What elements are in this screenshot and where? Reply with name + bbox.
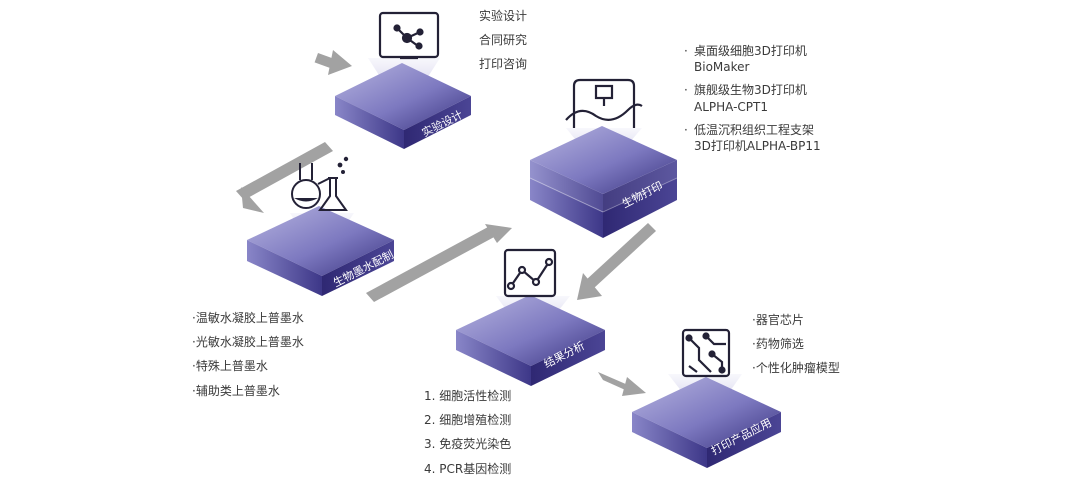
bullet: · (192, 383, 196, 398)
connector-arrows (236, 50, 656, 396)
stage-analysis: 结果分析 (456, 248, 605, 386)
arrow-ink-to-print (366, 224, 512, 302)
note-print-3a: 低温沉积组织工程支架 (694, 122, 815, 137)
bullet: · (684, 44, 688, 58)
bullet: · (752, 337, 756, 352)
note-print-2a: 旗舰级生物3D打印机 (694, 83, 807, 98)
note-print-3b: 3D打印机ALPHA-BP11 (694, 138, 821, 153)
note-print-2b: ALPHA-CPT1 (694, 99, 769, 114)
notes-print: · 桌面级细胞3D打印机 BioMaker · 旗舰级生物3D打印机 ALPHA-C… (684, 43, 821, 161)
note-ink-1: 温敏水凝胶上普墨水 (195, 311, 304, 325)
note-design-2: 合同研究 (479, 33, 528, 48)
bullet: · (752, 361, 756, 376)
bullet: · (192, 335, 196, 350)
note-design-1: 实验设计 (479, 9, 528, 23)
note-ink-3: 特殊上普墨水 (195, 359, 268, 374)
notes-apply: ·器官芯片 ·药物筛选 ·个性化肿瘤模型 (752, 312, 840, 377)
circuit-icon (681, 328, 731, 378)
note-apply-3: 个性化肿瘤模型 (755, 361, 840, 376)
notes-design: 实验设计 合同研究 打印咨询 (479, 8, 527, 73)
monitor-molecule-icon (378, 11, 440, 60)
notes-analysis: 1. 细胞活性检测 2. 细胞增殖检测 3. 免疫荧光染色 4. PCR基因检测 (424, 388, 511, 477)
bullet: · (684, 122, 688, 137)
note-print-1b: BioMaker (694, 60, 750, 75)
bullet: · (752, 313, 756, 327)
note-ink-2: 光敏水凝胶上普墨水 (195, 335, 304, 350)
bullet: · (192, 311, 196, 325)
flask-icon (291, 156, 349, 211)
note-ink-4: 辅助类上普墨水 (195, 383, 280, 398)
line-chart-icon (503, 248, 557, 298)
stage-apply: 打印产品应用 (632, 328, 781, 468)
stage-design: 实验设计 (335, 11, 471, 149)
bullet: · (684, 83, 688, 98)
bioprinter-icon (565, 78, 643, 128)
note-apply-1: 器官芯片 (755, 313, 804, 327)
notes-ink: ·温敏水凝胶上普墨水 ·光敏水凝胶上普墨水 ·特殊上普墨水 ·辅助类上普墨水 (192, 310, 304, 399)
stage-print: 生物打印 (529, 78, 678, 238)
note-apply-2: 药物筛选 (755, 337, 804, 352)
note-analysis-2: 2. 细胞增殖检测 (424, 413, 512, 428)
arrow-analysis-to-apply (598, 372, 646, 396)
note-analysis-3: 3. 免疫荧光染色 (424, 437, 512, 452)
note-analysis-1: 1. 细胞活性检测 (424, 389, 512, 403)
arrow-design-to-ink (236, 142, 333, 213)
note-analysis-4: 4. PCR基因检测 (424, 461, 512, 476)
note-design-3: 打印咨询 (479, 57, 528, 72)
arrow-print-to-analysis (577, 223, 656, 300)
arrow-into-design (314, 50, 352, 75)
bullet: · (192, 359, 196, 374)
note-print-1a: 桌面级细胞3D打印机 (694, 44, 807, 58)
